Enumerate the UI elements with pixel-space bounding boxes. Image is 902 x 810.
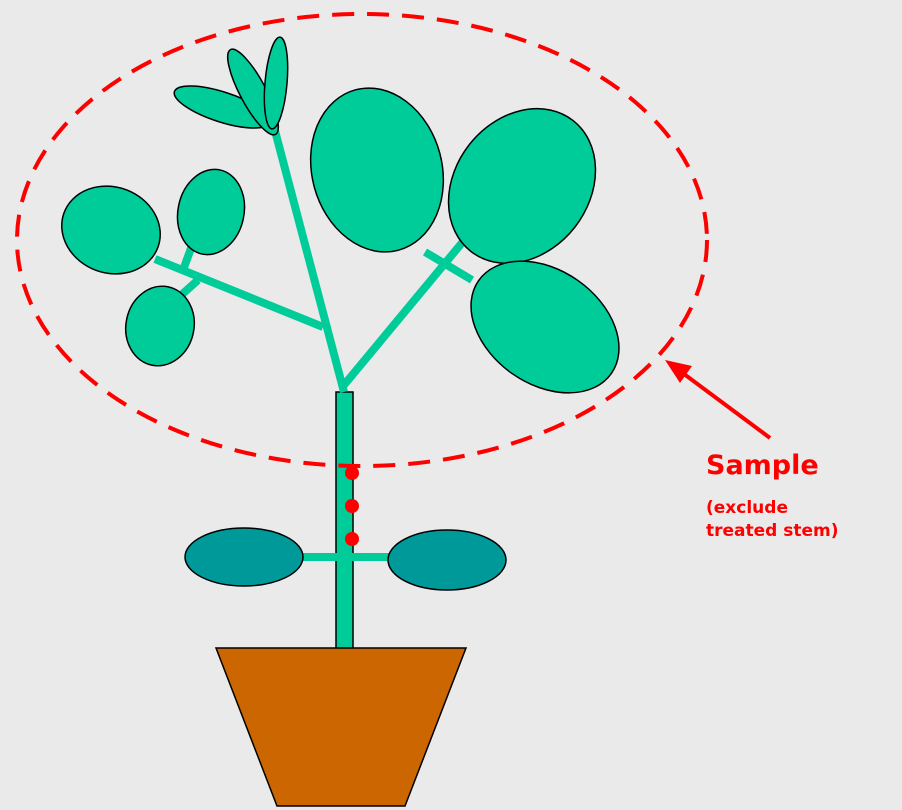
leaf-lower-left: [185, 528, 303, 586]
leaf-lower-right: [388, 530, 506, 590]
branch-right: [344, 238, 466, 385]
bud-leaf-right: [261, 36, 291, 130]
main-stem: [336, 392, 353, 654]
annotation-arrow: [665, 360, 770, 438]
leaf-left-small: [170, 163, 252, 261]
leaf-center-large: [293, 73, 462, 267]
leaf-left-large: [49, 172, 172, 287]
treatment-dot: [345, 466, 359, 480]
treatment-dot: [345, 499, 359, 513]
treatment-dot: [345, 532, 359, 546]
upper-leaves: [49, 36, 644, 420]
sample-label: Sample: [706, 451, 819, 481]
sample-note: (exclude treated stem): [706, 497, 839, 543]
flower-pot: [216, 648, 466, 806]
leaf-left-lower: [118, 280, 201, 372]
